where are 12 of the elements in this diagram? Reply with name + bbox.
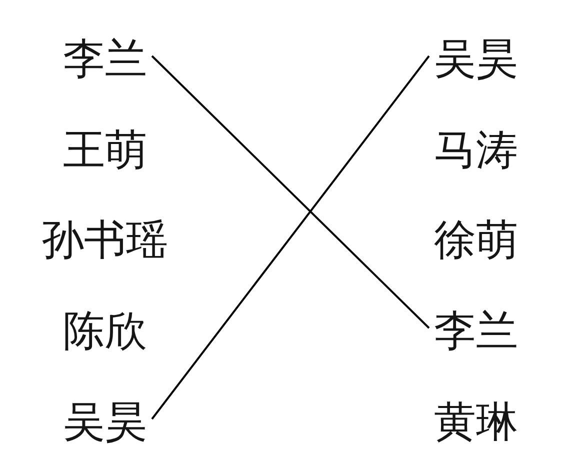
name-text: 吴昊 [429, 36, 523, 82]
name-text: 吴昊 [58, 398, 152, 446]
name-text: 李兰 [429, 308, 523, 354]
name-text: 黄琳 [429, 398, 523, 446]
name-text: 陈欣 [58, 308, 152, 354]
name-text: 孙书瑶 [37, 216, 173, 264]
matching-line [151, 55, 430, 420]
name-text: 王萌 [58, 126, 152, 174]
name-text: 李兰 [58, 36, 152, 82]
matching-line [151, 55, 430, 329]
name-text: 徐萌 [429, 216, 523, 264]
name-text: 马涛 [429, 126, 523, 174]
